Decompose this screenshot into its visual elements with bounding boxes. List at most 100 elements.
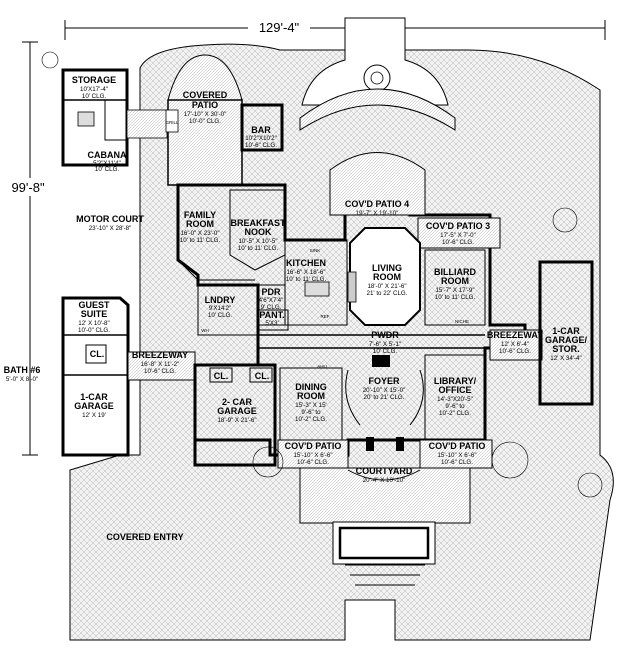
living-room-name: LIVING [372,263,402,273]
breezeway-right-area [489,329,543,361]
fireplace [347,271,357,303]
cabana-dim1: 5'2"X11'4" [93,160,121,167]
garage-2car-walls [193,363,277,467]
living-room-walls [349,227,421,326]
stair-landing [372,355,390,367]
ahu-label: AHU [317,364,327,369]
entry-steps [345,564,425,586]
family-room-dim2: 10' to 11' CLG. [180,237,221,244]
family-room-name2: ROOM [186,219,214,229]
garage-1car-right-name3: STOR. [552,344,579,354]
breezeway-right-dim2: 10'-6" CLG. [499,348,531,355]
kitchen-name: KITCHEN [286,258,326,268]
covd-patio-3-dim2: 10'-6" CLG. [442,239,474,246]
covd-patio-right-dim2: 10'-6" CLG. [441,459,473,466]
living-room-dim2: 21' to 22' CLG. [367,290,408,297]
garage-1car-right-name: 1-CAR [552,326,580,336]
storage-name: STORAGE [72,75,116,85]
foyer-dim2: 20' to 21' CLG. [364,394,405,401]
billiard-room-dim2: 10' to 11' CLG. [435,294,476,301]
breakfast-nook-name2: NOOK [245,227,273,237]
courtyard-dim1: 20'-4" X 10'-10" [363,477,406,484]
garage-1car-left-name: 1-CAR [80,392,108,402]
courtyard-area [299,467,471,524]
right-stair [409,369,424,426]
garage-1car-left-dim1: 12' X 19' [82,412,106,419]
library-office-dim3: 10'-2" CLG. [439,410,471,417]
fountain-icon [363,64,391,92]
lndry-name: LNDRY [205,295,236,305]
library-office-dim2: 9'-6" to [445,403,465,410]
billiard-room-name: BILLIARD [434,267,476,277]
garage-2car-dim1: 18'-9" X 21'-6" [217,417,256,424]
breezeway-left-name: BREEZEWAY [132,350,188,360]
covd-patio-3-name: COV'D PATIO 3 [426,221,490,231]
storage-dim1: 10'X17'-4" [80,86,108,93]
storage-dim2: 10' CLG. [82,93,107,100]
foyer-dim1: 20'-10" X 15'-0" [363,387,406,394]
rear-terrace [301,17,449,106]
guest-suite-name: GUEST [78,300,110,310]
garage-2car-name: 2- CAR [222,397,253,407]
courtyard-name: COURTYARD [356,466,413,476]
covd-patio-3-dim1: 17'-5" X 7'-0" [440,232,476,239]
covd-patio-3-area [417,217,501,249]
lndry-dim1: 9'X14'2" [209,305,231,312]
cabana-dim2: 10' CLG. [95,166,120,173]
breezeway-left-dim2: 10'-6" CLG. [144,368,176,375]
covered-entry-walls [338,526,430,560]
covd-patio-4-name: COV'D PATIO 4 [345,199,409,209]
billiard-room-dim1: 15'-7" X 17'-9" [435,287,474,294]
dining-room-dim3: 10'-2" CLG. [295,416,327,423]
guest-suite-name2: SUITE [81,309,108,319]
bar-dim1: 10'2"X10'2" [245,135,277,142]
breezeway-left-area [127,351,196,381]
covd-patio-4-dim1: 19'-7" X 19'-10" [356,210,399,217]
billiard-niche-label: NICHE [455,319,469,324]
library-office-name: LIBRARY/ [434,376,477,386]
pdr-dim1: 4'6"X7'4" [259,297,284,304]
motor-court-dim1: 23'-10" X 28'-8" [89,225,132,232]
pdr-name: PDR [261,287,281,297]
guest-cl-label: CL. [90,349,105,359]
landscape-plants [41,51,603,498]
garage-cl-left: CL. [214,371,229,381]
covd-patio-4-area [329,152,426,216]
lndry-dim2: 10' CLG. [208,312,233,319]
covd-patio-left-name: COV'D PATIO [285,441,342,451]
garage-1car-right-name2: GARAGE/ [545,335,588,345]
billiard-room-name2: ROOM [441,276,469,286]
left-stair [345,369,361,426]
breakfast-nook-dim1: 10'-5" X 10'-5" [238,238,277,245]
library-office-name2: OFFICE [439,385,472,395]
breezeway-right-dim1: 12' X 6'-4" [501,341,529,348]
garage-cl-right: CL. [255,371,270,381]
breezeway-right-name: BREEZEWAY [487,330,543,340]
breakfast-nook-name: BREAKFAST [230,218,286,228]
pwdr-dim2: 10' CLG. [373,348,398,355]
covered-patio-name2: PATIO [192,100,218,110]
covered-patio-name: COVERED [183,90,228,100]
width-label: 129'-4" [259,20,300,35]
living-room-name2: ROOM [373,272,401,282]
dining-room-name2: ROOM [297,391,325,401]
garage-2car-name2: GARAGE [217,406,257,416]
pdr-dim2: 9' CLG. [261,304,282,311]
driveway-name: COVERED ENTRY [106,532,183,542]
kitchen-dim1: 16'-6" X 18'-6" [286,269,325,276]
width-dimension: 129'-4" [64,18,606,40]
kitchen-island [304,281,330,297]
bar-dim2: 10'-6" CLG. [245,142,277,149]
covd-patio-left-dim1: 15'-10" X 6'-6" [293,452,332,459]
garage-1car-right-dim1: 12' X 34'-4" [550,355,581,362]
kitchen-dim2: 10' to 11' CLG. [286,276,327,283]
wh-label: WH [201,328,209,333]
bath-6-name: BATH #6 [4,365,41,375]
covd-patio-right-name: COV'D PATIO [429,441,486,451]
dining-room-dim1: 15'-3" X 15' [295,402,326,409]
cabana-walkway [126,109,168,139]
dining-room-name: DINING [295,382,327,392]
covered-patio-dim2: 10'-0" CLG. [189,118,221,125]
dining-room-dim2: 9'-6" to [301,409,321,416]
